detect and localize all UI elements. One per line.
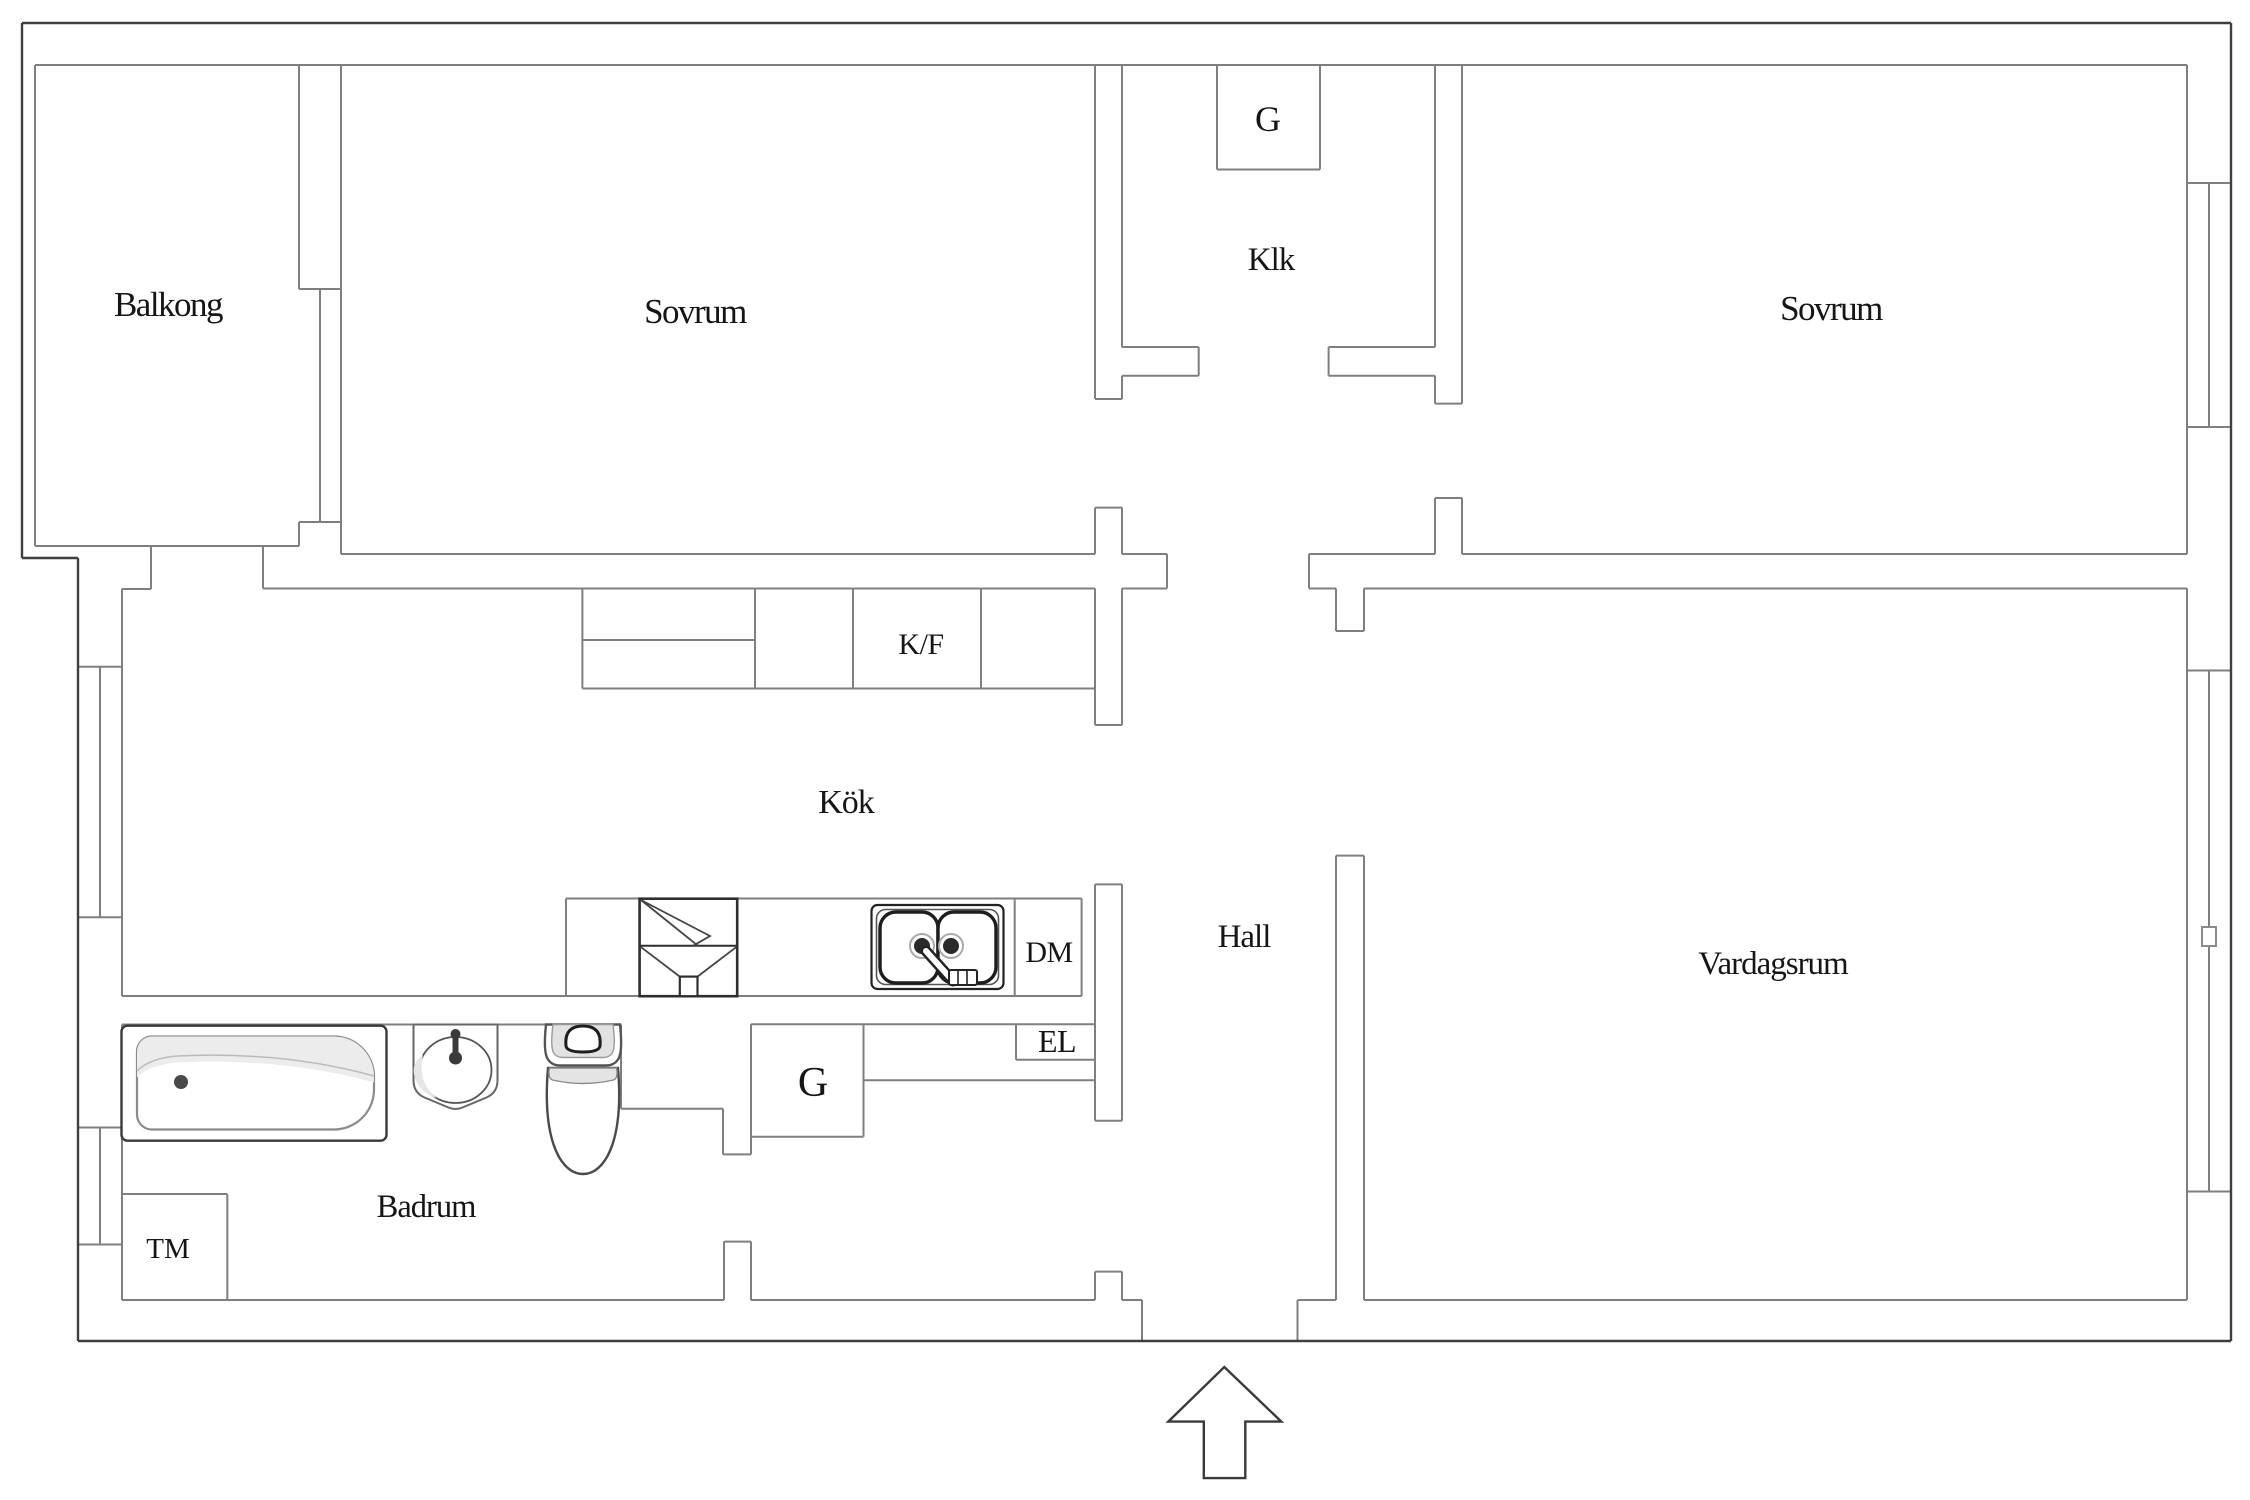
svg-text:G: G (798, 1060, 828, 1106)
svg-text:Vardagsrum: Vardagsrum (1698, 946, 1849, 982)
svg-text:DM: DM (1025, 936, 1072, 969)
svg-text:Kök: Kök (818, 784, 875, 821)
svg-text:K/F: K/F (898, 628, 943, 661)
svg-text:Sovrum: Sovrum (644, 292, 747, 331)
svg-text:Hall: Hall (1218, 919, 1272, 955)
svg-text:Balkong: Balkong (114, 285, 223, 324)
svg-text:Klk: Klk (1248, 242, 1296, 278)
svg-text:TM: TM (146, 1233, 190, 1265)
svg-text:Sovrum: Sovrum (1780, 289, 1883, 328)
svg-text:Badrum: Badrum (377, 1189, 476, 1225)
svg-text:EL: EL (1038, 1023, 1076, 1059)
svg-text:G: G (1255, 99, 1281, 139)
